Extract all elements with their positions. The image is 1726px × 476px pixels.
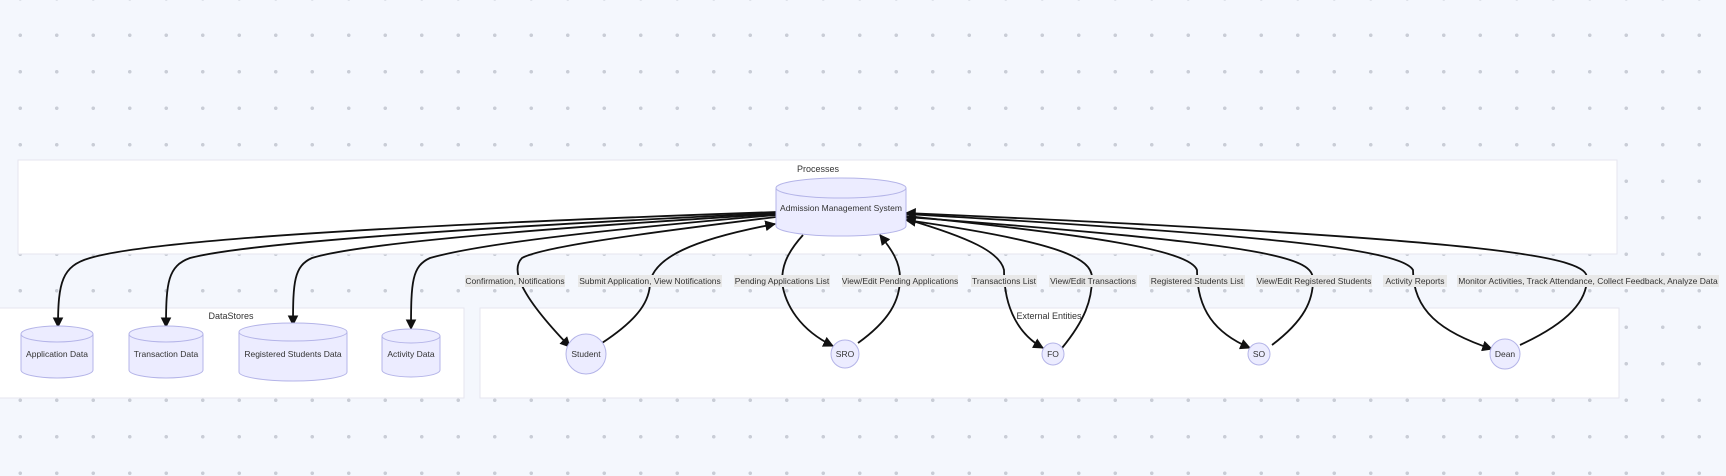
edge-labels: Confirmation, Notifications Submit Appli… xyxy=(465,275,1719,287)
edge-ams-application-data xyxy=(52,211,777,329)
node-transaction-data[interactable]: Transaction Data xyxy=(128,325,204,379)
cluster-external-title: External Entities xyxy=(1016,311,1082,321)
edge-label-dean-in-text: Monitor Activities, Track Attendance, Co… xyxy=(1458,276,1718,286)
node-student[interactable]: Student xyxy=(565,333,607,375)
edge-ams-fo xyxy=(905,218,1044,349)
edge-so-ams xyxy=(904,212,1314,346)
edge-label-dean-out-text: Activity Reports xyxy=(1385,276,1444,286)
edge-label-fo-in: View/Edit Transactions xyxy=(1049,275,1137,287)
edge-fo-ams xyxy=(904,216,1093,349)
node-sro[interactable]: SRO xyxy=(830,339,860,369)
node-application-data[interactable]: Application Data xyxy=(20,325,94,379)
node-so-label: SO xyxy=(1253,349,1266,359)
edge-label-so-out: Registered Students List xyxy=(1149,275,1245,287)
node-dean-label: Dean xyxy=(1495,349,1516,359)
edge-label-fo-in-text: View/Edit Transactions xyxy=(1050,276,1136,286)
edge-dean-ams xyxy=(904,208,1588,346)
node-fo-label: FO xyxy=(1047,349,1059,359)
cluster-processes-title: Processes xyxy=(797,164,840,174)
node-student-label: Student xyxy=(571,349,601,359)
edge-label-so-out-text: Registered Students List xyxy=(1151,276,1244,286)
edge-ams-transaction-data xyxy=(160,212,777,329)
edge-label-so-in-text: View/Edit Registered Students xyxy=(1257,276,1372,286)
node-ams-label: Admission Management System xyxy=(780,203,902,213)
edge-label-sro-in: View/Edit Pending Applications xyxy=(842,275,959,287)
node-application-data-label: Application Data xyxy=(26,349,88,359)
edge-label-dean-out: Activity Reports xyxy=(1383,275,1447,287)
edge-label-sro-out-text: Pending Applications List xyxy=(735,276,830,286)
cluster-datastores-title: DataStores xyxy=(208,311,254,321)
node-admission-management-system[interactable]: Admission Management System xyxy=(775,177,907,237)
edge-ams-so xyxy=(905,215,1251,350)
node-activity-data-label: Activity Data xyxy=(387,349,435,359)
node-activity-data[interactable]: Activity Data xyxy=(381,328,441,378)
edge-ams-student xyxy=(516,216,777,348)
edge-label-student-in: Submit Application, View Notifications xyxy=(578,275,722,287)
edge-label-student-out: Confirmation, Notifications xyxy=(465,275,565,287)
edge-label-sro-in-text: View/Edit Pending Applications xyxy=(842,276,959,286)
edge-ams-dean xyxy=(905,213,1494,352)
edge-label-dean-in: Monitor Activities, Track Attendance, Co… xyxy=(1457,275,1719,287)
edges xyxy=(52,208,1588,352)
edge-label-sro-out: Pending Applications List xyxy=(734,275,830,287)
edge-ams-activity-data xyxy=(405,214,777,331)
node-dean[interactable]: Dean xyxy=(1489,338,1521,370)
edge-label-fo-out-text: Transactions List xyxy=(972,276,1037,286)
node-sro-label: SRO xyxy=(836,349,855,359)
edge-label-fo-out: Transactions List xyxy=(971,275,1037,287)
node-registered-students-data[interactable]: Registered Students Data xyxy=(238,322,348,382)
node-registered-students-data-label: Registered Students Data xyxy=(244,349,342,359)
node-transaction-data-label: Transaction Data xyxy=(134,349,199,359)
cluster-external-entities: External Entities xyxy=(479,307,1620,399)
edge-ams-registered-students-data xyxy=(287,213,777,327)
edge-label-student-out-text: Confirmation, Notifications xyxy=(465,276,564,286)
edge-label-student-in-text: Submit Application, View Notifications xyxy=(579,276,721,286)
edge-label-so-in: View/Edit Registered Students xyxy=(1256,275,1372,287)
node-so[interactable]: SO xyxy=(1247,342,1271,366)
node-fo[interactable]: FO xyxy=(1041,342,1065,366)
